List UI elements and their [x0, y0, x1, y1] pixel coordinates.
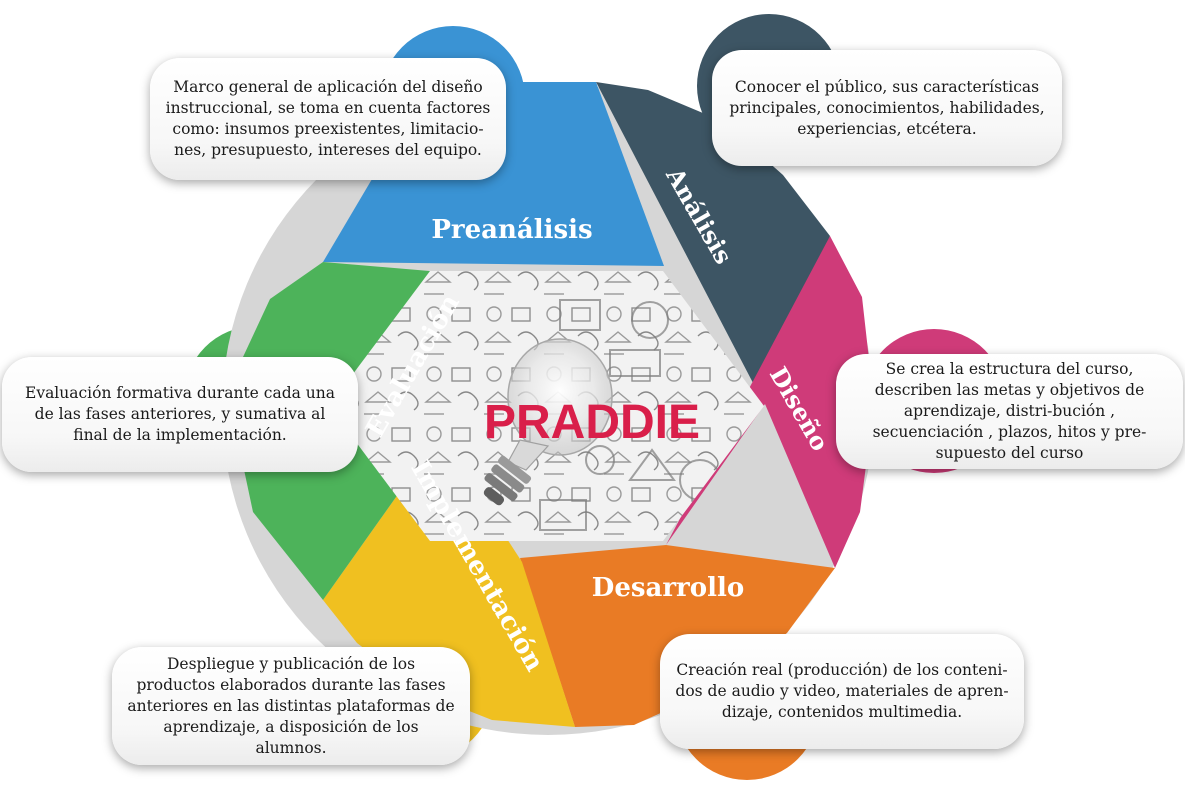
diseno-description: Se crea la estructura del curso, describ…: [836, 354, 1183, 469]
diseno-segment: [666, 236, 874, 568]
preanalisis-description-text: Marco general de aplicación del diseño i…: [165, 78, 491, 159]
bulb-neck: [507, 439, 550, 471]
center-title: PRADDIE: [484, 396, 700, 449]
evaluacion-description-text: Evaluación formativa durante cada una de…: [25, 384, 335, 444]
bulb-glass: [507, 338, 613, 456]
analisis-description-text: Conocer el público, sus características …: [729, 77, 1045, 138]
desarrollo-description: Creación real (producción) de los conten…: [660, 634, 1024, 749]
evaluacion-description: Evaluación formativa durante cada una de…: [2, 357, 358, 472]
desarrollo-label: Desarrollo: [592, 573, 744, 603]
analisis-segment: [596, 82, 830, 404]
analisis-description: Conocer el público, sus características …: [712, 50, 1062, 166]
bulb-base: [483, 455, 532, 506]
preanalisis-label: Preanálisis: [431, 215, 592, 245]
preanalisis-description: Marco general de aplicación del diseño i…: [150, 58, 506, 180]
lightbulb-icon: [483, 338, 613, 506]
implementacion-description: Despliegue y publicación de los producto…: [112, 647, 470, 765]
implementacion-description-text: Despliegue y publicación de los producto…: [127, 654, 455, 757]
diseno-description-text: Se crea la estructura del curso, describ…: [872, 360, 1147, 462]
desarrollo-description-text: Creación real (producción) de los conten…: [675, 661, 1009, 721]
